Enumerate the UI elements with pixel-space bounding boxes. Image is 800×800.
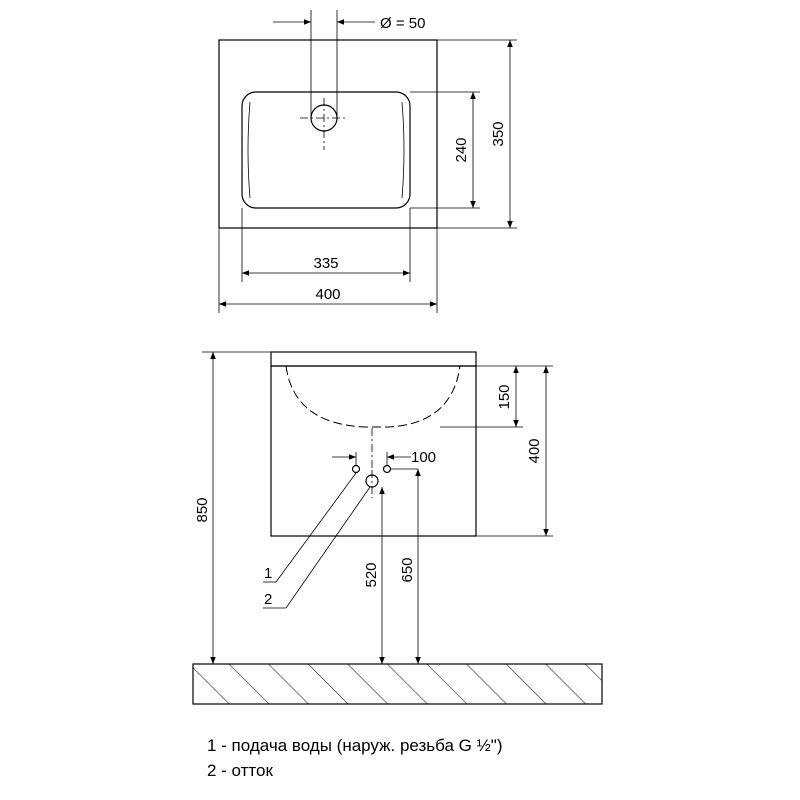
top-view (218, 10, 517, 313)
callout-1-label: 1 (264, 565, 272, 582)
basin-depth-label: 240 (453, 137, 470, 162)
basin-bowl-hidden (285, 365, 461, 428)
supply-connector-left (351, 464, 361, 474)
basin-top-slab (270, 351, 477, 367)
drain-diameter-label: Ø = 50 (380, 15, 425, 32)
callout-2-label: 2 (264, 591, 272, 608)
outer-top-outline (218, 39, 438, 229)
basin-inner-curve (247, 101, 251, 199)
total-height-label: 850 (194, 497, 211, 522)
cabinet-height-label: 400 (526, 438, 543, 463)
outer-depth-label: 350 (490, 121, 507, 146)
front-view (202, 351, 553, 664)
drain-height-label: 650 (399, 557, 416, 582)
cabinet-body (270, 365, 477, 537)
top-view-labels: Ø = 50 335 400 240 350 (313, 15, 507, 303)
outer-width-label: 400 (315, 286, 340, 303)
legend-item-drain: 2 - отток (207, 761, 273, 780)
supply-height-label: 520 (363, 562, 380, 587)
legend-item-water-supply: 1 - подача воды (наруж. резьба G ½") (207, 736, 503, 755)
front-view-labels: 850 150 400 100 520 650 1 2 (194, 384, 543, 608)
callout-2-leader (285, 486, 371, 609)
basin-width-label: 335 (313, 255, 338, 272)
callout-1-leader (275, 472, 357, 583)
basin-inner-curve-right (401, 101, 405, 199)
basin-height-label: 150 (496, 384, 513, 409)
supply-connector-right (382, 464, 392, 474)
basin-outline (241, 91, 411, 209)
connector-spacing-label: 100 (411, 449, 436, 466)
floor-hatch (192, 663, 603, 705)
